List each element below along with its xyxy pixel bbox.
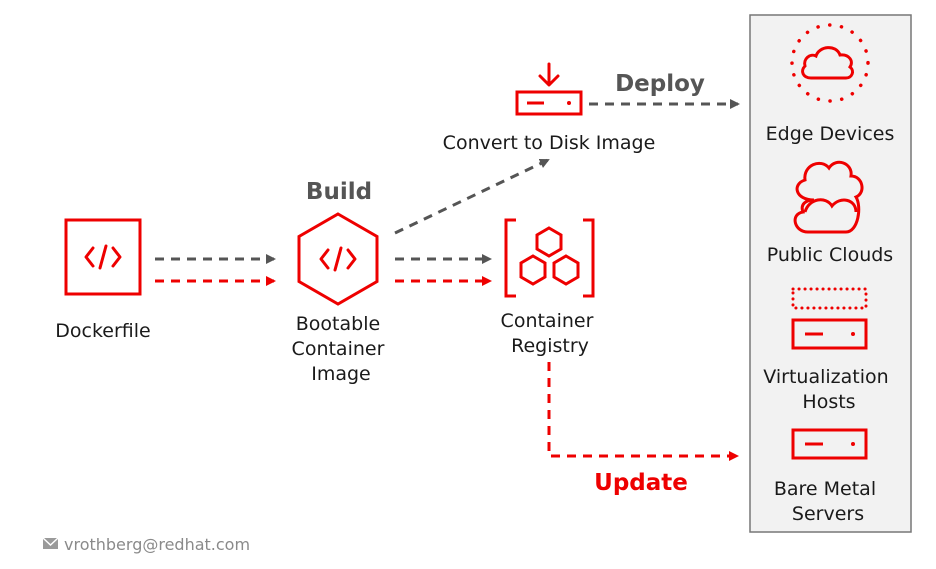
dockerfile-icon [64,218,142,296]
bootable-image-label-line3: Image [311,363,371,385]
bootable-image-node: Bootable Container Image [292,212,391,385]
registry-bracket-right [583,218,595,298]
registry-bracket-left [504,218,516,298]
disk-drive-icon [515,90,583,116]
hexagon-icon [297,212,379,306]
build-label: Build [306,179,372,205]
update-label: Update [594,470,688,496]
server-icon [791,428,868,460]
bootable-image-label: Bootable Container Image [292,313,391,385]
server-led [851,332,855,336]
disk-drive-led [567,101,571,105]
target-bare-metal-servers: Bare Metal Servers [774,428,882,525]
targets-panel [749,14,912,533]
mail-icon [42,537,59,549]
registry-label-line2: Registry [511,335,589,357]
bare-metal-label-line2: Servers [792,503,864,525]
registry-label-line1: Container [501,310,594,332]
deploy-label: Deploy [615,71,705,97]
bootable-image-label-line1: Bootable [296,313,380,335]
target-virtualization-hosts: Virtualization Hosts [763,287,894,413]
footer-email: vrothberg@redhat.com [64,535,250,554]
virtualization-label-line2: Hosts [802,391,855,413]
server-icon [791,318,868,350]
public-clouds-label: Public Clouds [767,244,893,266]
dotted-server-icon [791,287,868,310]
bare-metal-label-line1: Bare Metal [774,478,876,500]
registry-label: Container Registry [501,310,600,357]
registry-node: Container Registry [501,218,600,357]
bare-metal-label: Bare Metal Servers [774,478,882,525]
bootable-image-label-line2: Container [292,338,385,360]
dotted-ring [790,23,870,103]
hexagons-icon [519,226,580,286]
edge-devices-label: Edge Devices [766,123,895,145]
footer: vrothberg@redhat.com [42,535,250,554]
target-public-clouds: Public Clouds [767,160,893,266]
clouds-icon-overlap [803,198,858,213]
clouds-icon [793,160,864,234]
disk-image-label: Convert to Disk Image [443,132,656,154]
cloud-icon [801,46,855,80]
dockerfile-node: Dockerfile [55,218,151,342]
disk-image-node: Convert to Disk Image [443,62,656,154]
server-led [851,442,855,446]
code-icon [84,244,122,270]
target-edge-devices: Edge Devices [766,23,895,145]
code-icon [319,246,357,272]
arrow-registry-update [547,362,739,461]
arrow-build-to-disk [394,158,550,235]
dockerfile-label: Dockerfile [55,320,150,342]
virtualization-hosts-label: Virtualization Hosts [763,366,894,413]
download-arrow-icon [538,62,560,87]
virtualization-label-line1: Virtualization [763,366,888,388]
